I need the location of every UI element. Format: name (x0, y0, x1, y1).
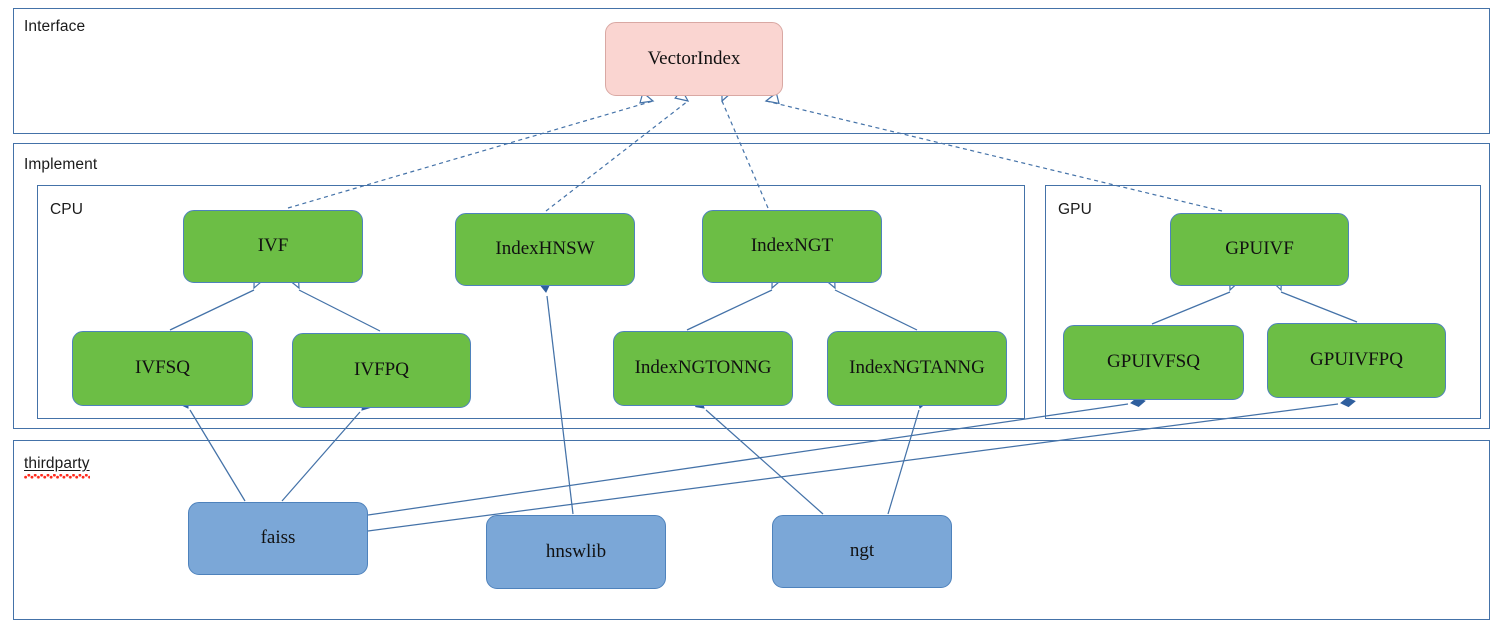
node-gpuivf[interactable]: GPUIVF (1170, 213, 1349, 286)
container-label-cpu: CPU (50, 201, 84, 218)
container-label-interface: Interface (24, 18, 86, 35)
node-indexhnsw[interactable]: IndexHNSW (455, 213, 635, 286)
node-indexngtonng[interactable]: IndexNGTONNG (613, 331, 793, 406)
node-gpuivfpq[interactable]: GPUIVFPQ (1267, 323, 1446, 398)
spellcheck-squiggle-icon (24, 474, 90, 479)
node-hnswlib[interactable]: hnswlib (486, 515, 666, 589)
container-label-gpu: GPU (1058, 201, 1092, 218)
node-indexngt[interactable]: IndexNGT (702, 210, 882, 283)
node-ivf[interactable]: IVF (183, 210, 363, 283)
node-ngt[interactable]: ngt (772, 515, 952, 588)
node-faiss[interactable]: faiss (188, 502, 368, 575)
node-indexngtanng[interactable]: IndexNGTANNG (827, 331, 1007, 406)
container-label-implement: Implement (24, 156, 98, 173)
node-ivfsq[interactable]: IVFSQ (72, 331, 253, 406)
node-vectorindex[interactable]: VectorIndex (605, 22, 783, 96)
node-gpuivfsq[interactable]: GPUIVFSQ (1063, 325, 1244, 400)
node-ivfpq[interactable]: IVFPQ (292, 333, 471, 408)
container-label-thirdparty: thirdparty (24, 455, 90, 479)
